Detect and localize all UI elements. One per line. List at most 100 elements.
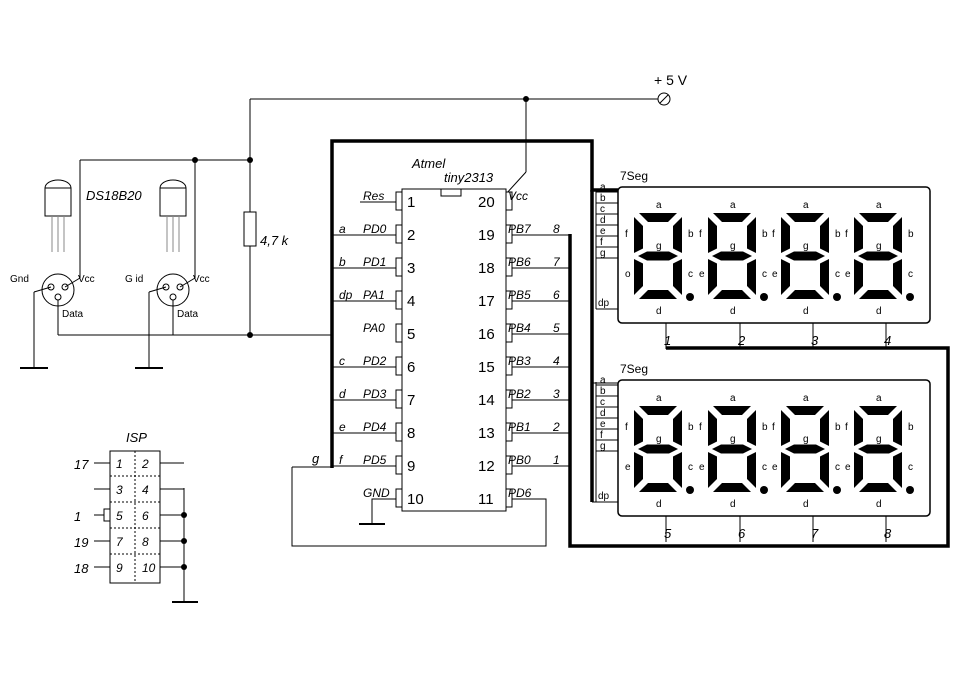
svg-text:a: a: [803, 200, 809, 211]
svg-text:g: g: [656, 434, 662, 445]
segment: [858, 444, 898, 454]
display-pin-label: f: [600, 430, 603, 441]
svg-text:b: b: [908, 229, 914, 240]
segment: [854, 452, 863, 488]
mcu-pin-11: [505, 488, 513, 508]
segment: [859, 213, 897, 222]
svg-text:g: g: [876, 241, 882, 252]
resistor-body: [243, 211, 257, 247]
segment-dp: [906, 293, 914, 301]
svg-text:c: c: [835, 462, 840, 473]
segment: [713, 406, 751, 415]
svg-text:g: g: [730, 241, 736, 252]
svg-text:e: e: [845, 269, 851, 280]
svg-text:g: g: [876, 434, 882, 445]
mcu-maker: Atmel: [411, 156, 446, 171]
mcu-pin-12: [505, 455, 513, 475]
isp-ext-label: 19: [74, 535, 88, 550]
sensor-data-label: Data: [62, 309, 84, 320]
mcu-pin-number: 5: [407, 326, 415, 343]
svg-text:g: g: [656, 241, 662, 252]
digit-select-label: 3: [811, 333, 819, 348]
display-title: 7Seg: [620, 169, 648, 183]
mcu-pin-name: PB1: [508, 420, 531, 434]
mcu-pin-number: 2: [407, 227, 415, 244]
display-pin-label: b: [600, 386, 606, 397]
display-pin-label: a: [600, 182, 606, 193]
svg-text:f: f: [845, 229, 848, 240]
svg-text:a: a: [656, 200, 662, 211]
mcu-pin-2: [395, 224, 403, 244]
display-pin-label: g: [600, 248, 606, 259]
bus-label-g: g: [312, 451, 320, 466]
mcu-pin-name: PB0: [508, 453, 531, 467]
svg-text:a: a: [876, 393, 882, 404]
svg-text:f: f: [845, 422, 848, 433]
display-pin-label: f: [600, 237, 603, 248]
segment: [713, 483, 751, 492]
segment: [893, 452, 902, 488]
segment: [786, 483, 824, 492]
segment: [781, 452, 790, 488]
mcu-net-label: d: [339, 387, 346, 401]
mcu-net-label: 3: [553, 387, 560, 401]
mcu-pin-20: [505, 191, 513, 211]
mcu-pin-15: [505, 356, 513, 376]
mcu-pin-name: PB2: [508, 387, 531, 401]
segment: [747, 259, 756, 295]
isp-pin-number: 9: [116, 561, 123, 575]
segment: [712, 444, 752, 454]
isp-ext-label: 1: [74, 509, 81, 524]
mcu-chip: Atmel tiny2313 1Res2PD0a3PD1b4PA1dp5PA06…: [332, 156, 570, 525]
svg-text:e: e: [772, 462, 778, 473]
segment: [747, 217, 756, 253]
isp-ext-label: 18: [74, 561, 89, 576]
svg-text:f: f: [625, 229, 628, 240]
mcu-net-label: e: [339, 420, 346, 434]
display-2: 7Segabcdefgdpabcdefg5abcdefg6abcdefg7abc…: [595, 362, 931, 542]
mcu-pin-6: [395, 356, 403, 376]
segment-dp: [686, 486, 694, 494]
sensor-vcc-label: Vcc: [78, 274, 95, 285]
svg-text:a: a: [730, 200, 736, 211]
svg-text:d: d: [730, 306, 736, 317]
segment: [634, 452, 643, 488]
segment: [785, 251, 825, 261]
mcu-notch: [440, 188, 462, 197]
svg-text:c: c: [835, 269, 840, 280]
mcu-pin-number: 18: [478, 260, 495, 277]
pullup-resistor: 4,7 k: [243, 157, 290, 338]
mcu-pin-8: [395, 422, 403, 442]
svg-text:c: c: [762, 269, 767, 280]
isp-pin-number: 7: [116, 535, 124, 549]
digit-select-label: 7: [811, 526, 819, 541]
segment: [747, 452, 756, 488]
mcu-pin-9: [395, 455, 403, 475]
mcu-pin-1: [395, 191, 403, 211]
mcu-model: tiny2313: [444, 170, 494, 185]
display-dp-label: dp: [598, 298, 610, 309]
mcu-net-label: 5: [553, 321, 560, 335]
mcu-pin-19: [505, 224, 513, 244]
seven-segment-displays: 7Segabcdefgdpabcdofg1abcdefg2abcdefg3abc…: [590, 169, 931, 542]
mcu-net-label: 2: [552, 420, 560, 434]
segment: [893, 259, 902, 295]
power-rail: + 5 V: [249, 72, 688, 335]
mcu-net-label: b: [339, 255, 346, 269]
segment-dp: [833, 486, 841, 494]
display-pin-label: c: [600, 204, 605, 215]
isp-pin-number: 5: [116, 509, 123, 523]
mcu-pin-13: [505, 422, 513, 442]
segment: [859, 290, 897, 299]
segment: [781, 259, 790, 295]
svg-text:b: b: [762, 422, 768, 433]
svg-text:b: b: [688, 422, 694, 433]
mcu-pin-number: 13: [478, 425, 495, 442]
mcu-net-label: c: [339, 354, 345, 368]
mcu-pin-number: 10: [407, 491, 424, 508]
svg-text:d: d: [656, 306, 662, 317]
